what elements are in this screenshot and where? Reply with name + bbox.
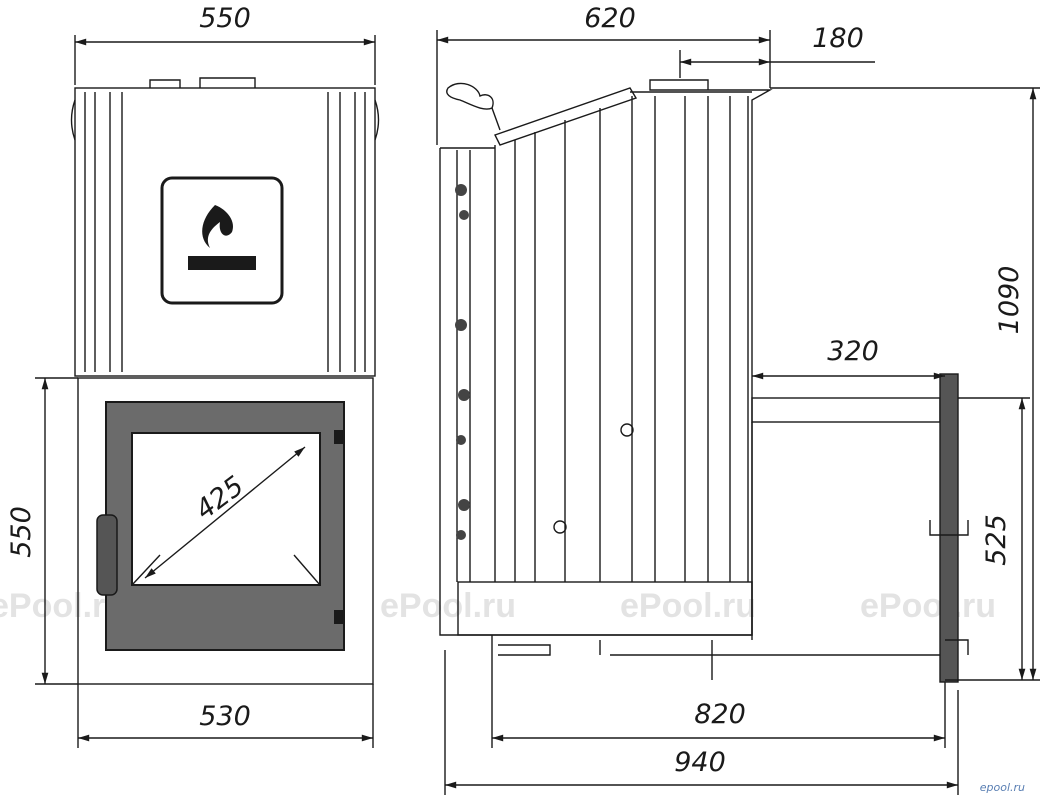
front-bottom-width-label: 530 bbox=[199, 701, 251, 732]
tunnel-latch bbox=[929, 520, 969, 655]
watermark-4: ePool.ru bbox=[620, 587, 756, 625]
flame-emblem-icon bbox=[160, 176, 284, 305]
side-view: 620 180 1090 320 525 820 940 bbox=[436, 3, 1040, 795]
front-view: 425 550 550 530 bbox=[6, 3, 380, 748]
front-height-label: 550 bbox=[6, 506, 37, 558]
front-left-column bbox=[70, 92, 123, 372]
side-top-depth-label: 620 bbox=[584, 3, 636, 34]
steam-valve bbox=[446, 82, 494, 110]
watermark-3: ePool.ru bbox=[380, 587, 516, 625]
base-length-label: 820 bbox=[694, 699, 746, 730]
total-height-label: 1090 bbox=[994, 266, 1025, 335]
side-ornament bbox=[455, 184, 470, 540]
side-ribs bbox=[456, 96, 749, 582]
tunnel-front-plate bbox=[939, 373, 959, 683]
side-body-outline bbox=[439, 79, 773, 636]
front-firebox-frame bbox=[77, 377, 374, 685]
chimney-offset-label: 180 bbox=[812, 23, 864, 54]
side-legs bbox=[491, 635, 945, 680]
watermark-5: ePool.ru bbox=[860, 587, 996, 625]
glass-diagonal-line bbox=[144, 446, 306, 579]
side-slanted-plate bbox=[494, 87, 638, 146]
site-credit: epool.ru bbox=[979, 781, 1025, 794]
front-top-lid bbox=[149, 77, 256, 88]
front-top-width-label: 550 bbox=[199, 3, 251, 34]
tunnel-height-label: 525 bbox=[981, 514, 1012, 566]
tunnel-length-label: 320 bbox=[827, 336, 879, 367]
door-handle bbox=[96, 514, 118, 596]
tunnel-top bbox=[751, 397, 941, 423]
total-length-label: 940 bbox=[674, 747, 726, 778]
front-right-column bbox=[327, 92, 380, 372]
front-upper-body bbox=[74, 87, 376, 377]
